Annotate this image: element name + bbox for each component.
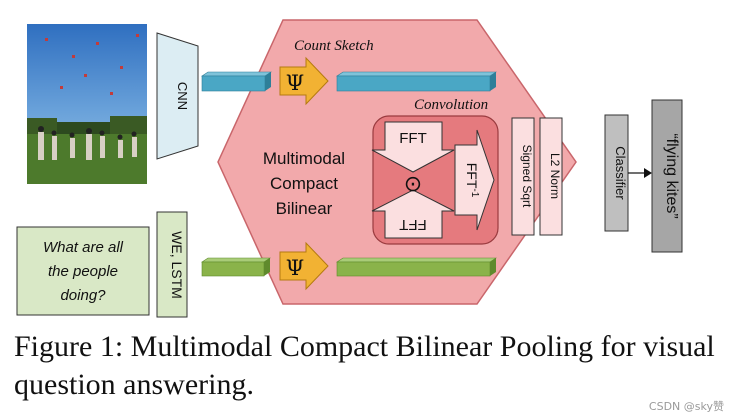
fft-bottom-label: FFT — [399, 216, 427, 233]
psi-symbol-top: Ψ — [286, 71, 304, 95]
mcb-title-line2: Compact — [270, 174, 338, 193]
psi-arrow-top: Ψ — [279, 56, 329, 106]
signed-sqrt-box — [511, 117, 535, 236]
cnn-label: CNN — [175, 82, 190, 110]
sketch-vector-top — [336, 71, 497, 92]
text-feature-vector — [201, 257, 271, 277]
lstm-block — [156, 211, 188, 318]
mcb-title-line1: Multimodal — [263, 149, 345, 168]
mcb-figure: CNN Count Sketch Convolution Multimodal … — [16, 19, 683, 318]
output-arrow — [628, 168, 652, 178]
count-sketch-label: Count Sketch — [294, 38, 374, 54]
odot-symbol: ⊙ — [404, 172, 422, 197]
psi-symbol-bottom: Ψ — [286, 256, 304, 280]
l2-norm-box — [539, 117, 563, 236]
convolution-label: Convolution — [414, 97, 488, 113]
fft-top-label: FFT — [399, 130, 427, 147]
svg-text:FFT-1: FFT-1 — [464, 163, 480, 198]
signed-sqrt-label: Signed Sqrt — [520, 145, 534, 208]
question-line1: What are all — [43, 239, 124, 256]
question-box — [16, 226, 150, 316]
inverse-fft-arrow: FFT-1 — [454, 129, 495, 231]
image-feature-vector — [201, 71, 272, 92]
cnn-block — [156, 32, 199, 160]
fft-bottom-arrow: FFT — [371, 189, 455, 239]
sketch-vector-bottom — [336, 257, 497, 277]
watermark: CSDN @sky赞 — [648, 400, 724, 413]
fft-top-arrow: FFT — [371, 121, 455, 173]
question-line3: doing? — [60, 287, 106, 304]
answer-label: “flying kites” — [663, 133, 680, 218]
inverse-fft-superscript: -1 — [469, 188, 480, 197]
kite-photo — [27, 24, 147, 184]
lstm-label: WE, LSTM — [169, 231, 185, 299]
question-line2: the people — [48, 263, 118, 280]
figure-caption: Figure 1: Multimodal Compact Bilinear Po… — [14, 330, 715, 401]
mcb-title-line3: Bilinear — [276, 199, 333, 218]
psi-arrow-bottom: Ψ — [279, 241, 329, 291]
classifier-label: Classifier — [613, 146, 628, 200]
l2-norm-label: L2 Norm — [548, 153, 562, 199]
answer-box — [651, 99, 683, 253]
inverse-fft-label: FFT — [464, 163, 480, 189]
